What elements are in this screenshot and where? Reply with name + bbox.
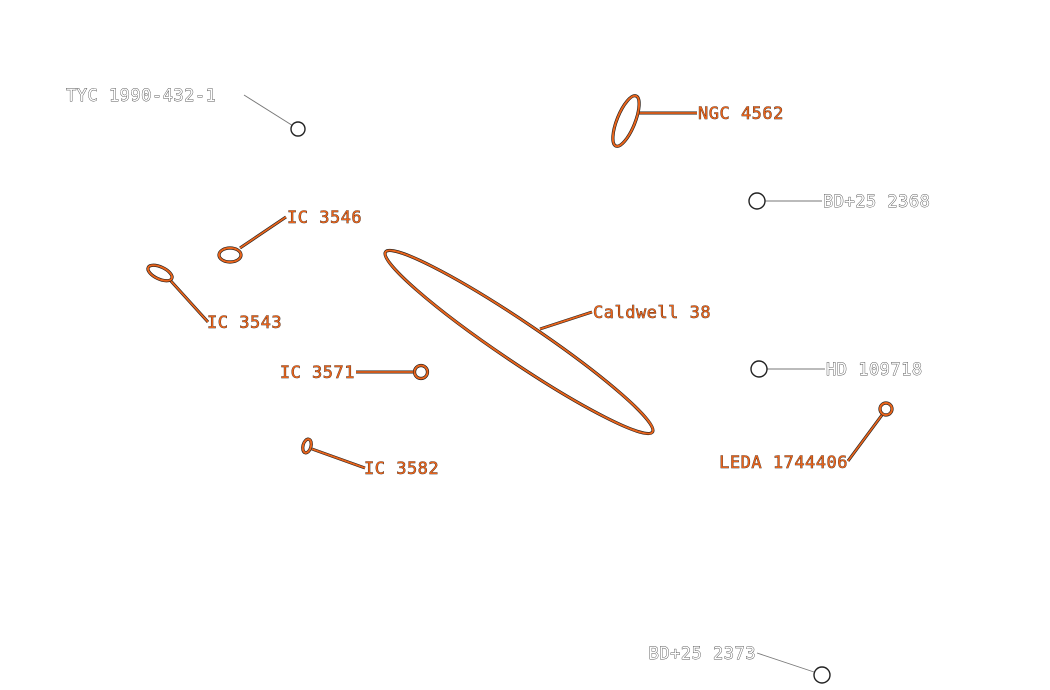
ic-3571-galaxy-shape	[413, 364, 429, 380]
caldwell-38-label: Caldwell 38	[593, 303, 711, 323]
bd-25-2373-leader-line	[756, 652, 815, 673]
caldwell-38-leader-line	[539, 311, 593, 330]
ic-3546-marker[interactable]: IC 3546	[217, 208, 362, 264]
ic-3582-label: IC 3582	[364, 459, 439, 479]
tyc-1990-432-1-leader-line	[243, 94, 299, 130]
ic-3571-marker[interactable]: IC 3571	[280, 363, 430, 383]
ngc-4562-marker[interactable]: NGC 4562	[608, 93, 784, 150]
ic-3546-label: IC 3546	[287, 208, 362, 228]
caldwell-38-galaxy-shape	[384, 249, 654, 435]
leda-1744406-marker[interactable]: LEDA 1744406	[719, 401, 894, 473]
ic-3546-galaxy-shape	[218, 247, 242, 263]
ic-3582-leader-line	[311, 448, 366, 469]
ngc-4562-label: NGC 4562	[698, 104, 784, 124]
bd-25-2368-label: BD+25 2368	[823, 192, 930, 212]
bd-25-2373-label: BD+25 2373	[649, 644, 756, 664]
ic-3543-galaxy-shape	[146, 264, 174, 282]
ic-3546-leader-line	[239, 216, 287, 249]
bd-25-2368-star-icon	[748, 192, 766, 210]
bd-25-2368-marker[interactable]: BD+25 2368	[748, 192, 930, 212]
caldwell-38-marker[interactable]: Caldwell 38	[374, 235, 711, 448]
tyc-1990-432-1-marker[interactable]: TYC 1990-432-1	[66, 86, 306, 137]
bd-25-2373-star-icon	[813, 666, 831, 684]
ngc-4562-galaxy-shape	[611, 94, 641, 148]
ic-3543-marker[interactable]: IC 3543	[146, 262, 282, 333]
ic-3582-marker[interactable]: IC 3582	[301, 437, 439, 479]
leda-1744406-galaxy-shape	[879, 402, 893, 416]
tyc-1990-432-1-label: TYC 1990-432-1	[66, 86, 216, 106]
hd-109718-star-icon	[750, 360, 768, 378]
leda-1744406-leader-line	[847, 414, 883, 462]
ic-3582-galaxy-shape	[301, 438, 313, 454]
tyc-1990-432-1-star-icon	[290, 121, 306, 137]
caldwell-38-outline	[383, 248, 655, 436]
ic-3543-leader-line	[169, 279, 209, 323]
bd-25-2373-marker[interactable]: BD+25 2373	[648, 644, 831, 684]
ic-3571-label: IC 3571	[280, 363, 355, 383]
leda-1744406-label: LEDA 1744406	[719, 453, 848, 473]
hd-109718-label: HD 109718	[826, 360, 923, 380]
hd-109718-marker[interactable]: HD 109718	[750, 360, 923, 380]
ic-3543-label: IC 3543	[207, 313, 282, 333]
